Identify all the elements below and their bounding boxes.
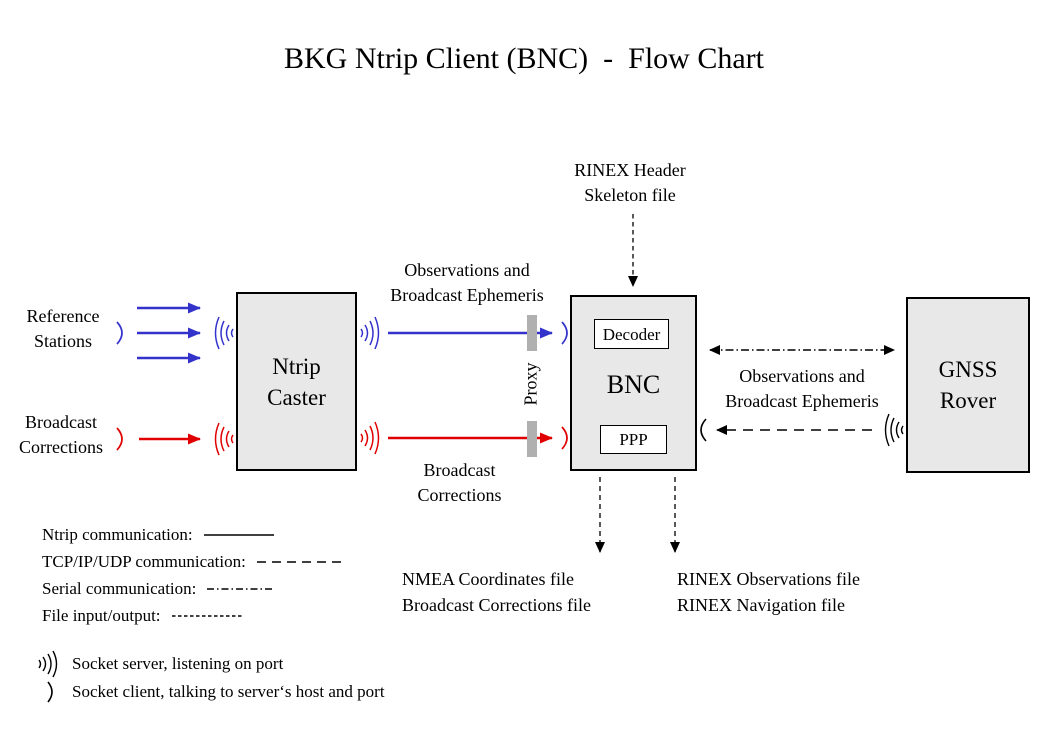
socket-server-icon [38, 650, 58, 678]
legend-row-serial: Serial communication: [42, 575, 344, 602]
bnc-label: BNC [606, 370, 661, 399]
socket-server-icon-caster-right-blue [360, 316, 380, 350]
broadcast-corrections-link-label: Broadcast Corrections [417, 460, 502, 505]
socket-server-label: Socket server, listening on port [72, 654, 284, 673]
socket-client-icon-bnc-corrections [561, 426, 568, 450]
socket-server-icon-caster-right-red [360, 421, 380, 455]
reference-stations-label: Reference Stations [26, 306, 100, 351]
legend-row-file: File input/output: [42, 602, 344, 629]
socket-server-row: Socket server, listening on port [36, 650, 385, 678]
dashed-line-icon [256, 560, 343, 563]
node-ntrip-caster: Ntrip Caster [236, 292, 357, 471]
socket-client-icon [47, 681, 53, 703]
legend-row-tcp: TCP/IP/UDP communication: [42, 548, 344, 575]
observations-right-label: Observations and Broadcast Ephemeris [725, 366, 879, 411]
socket-client-icon-bnc-observations [561, 321, 568, 345]
socket-server-icon-gnss-left [884, 413, 904, 447]
socket-server-icon-caster-left-blue [214, 316, 234, 350]
legend-label-serial: Serial communication: [42, 578, 197, 598]
proxy-bar-top [527, 315, 537, 351]
node-bnc: Decoder BNC PPP [570, 295, 697, 471]
proxy-bar-bottom [527, 421, 537, 457]
node-ppp: PPP [600, 425, 667, 454]
socket-client-label: Socket client, talking to server‘s host … [72, 682, 385, 701]
dashdot-line-icon [207, 587, 274, 590]
observations-top-label: Observations and Broadcast Ephemeris [390, 260, 544, 305]
legend-label-ntrip: Ntrip communication: [42, 524, 193, 544]
legend-row-ntrip: Ntrip communication: [42, 521, 344, 548]
socket-client-icon-bnc-right [700, 418, 707, 442]
dotted-line-icon [171, 614, 242, 617]
socket-client-row: Socket client, talking to server‘s host … [36, 678, 385, 706]
nmea-output-label: NMEA Coordinates file Broadcast Correcti… [402, 569, 591, 615]
node-decoder: Decoder [594, 319, 669, 349]
solid-line-icon [203, 533, 274, 536]
page-title: BKG Ntrip Client (BNC) - Flow Chart [284, 42, 764, 75]
rinex-header-skeleton-label: RINEX Header Skeleton file [574, 160, 686, 205]
legend-label-tcp: TCP/IP/UDP communication: [42, 551, 246, 571]
line-legend: Ntrip communication: TCP/IP/UDP communic… [42, 521, 344, 629]
rinex-output-label: RINEX Observations file RINEX Navigation… [677, 569, 860, 615]
legend-label-file: File input/output: [42, 605, 161, 625]
socket-server-icon-caster-left-red [214, 422, 234, 456]
socket-legend: Socket server, listening on port Socket … [36, 650, 385, 706]
broadcast-corrections-source-label: Broadcast Corrections [19, 412, 103, 457]
proxy-label: Proxy [520, 362, 541, 406]
node-gnss-rover: GNSS Rover [906, 297, 1030, 473]
